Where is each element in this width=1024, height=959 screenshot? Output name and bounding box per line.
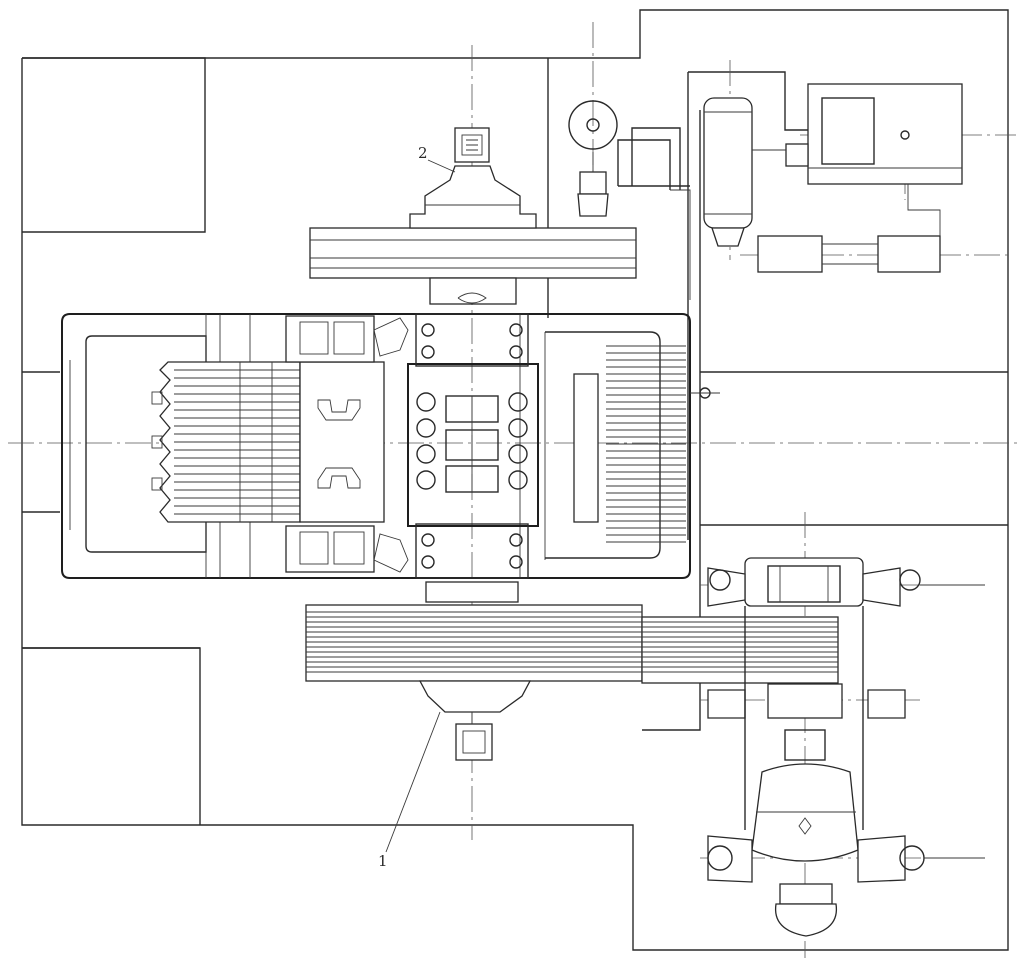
room-outline bbox=[21, 9, 1009, 951]
bolt bbox=[508, 470, 528, 490]
bolt bbox=[416, 444, 436, 464]
belt-lines bbox=[306, 611, 838, 673]
callout-1: 1 bbox=[378, 852, 388, 870]
bearing-blocks-left bbox=[285, 315, 409, 573]
bolt bbox=[416, 392, 436, 412]
bolt bbox=[416, 470, 436, 490]
upper-flywheel bbox=[309, 127, 637, 305]
crankcase bbox=[407, 313, 539, 603]
bolt bbox=[421, 323, 435, 337]
bolt bbox=[416, 418, 436, 438]
auxiliary-pit bbox=[642, 71, 1008, 731]
callouts: 1 2 bbox=[378, 144, 456, 870]
bolt bbox=[508, 418, 528, 438]
bolt bbox=[509, 533, 523, 547]
cylinder-fins bbox=[174, 369, 300, 515]
bolt bbox=[421, 533, 435, 547]
cylinder-block bbox=[151, 361, 385, 523]
bolt bbox=[421, 345, 435, 359]
bolt bbox=[508, 444, 528, 464]
crankcase-bolts bbox=[416, 323, 528, 569]
callout-2: 2 bbox=[418, 144, 428, 162]
gear-section bbox=[573, 345, 720, 543]
bolt bbox=[508, 392, 528, 412]
gear-lines bbox=[606, 345, 686, 543]
pulley-assembly bbox=[568, 100, 691, 300]
bolt bbox=[509, 555, 523, 569]
bolt bbox=[509, 323, 523, 337]
lower-flywheel bbox=[305, 604, 839, 761]
auxiliary-machine bbox=[707, 557, 985, 937]
bolt bbox=[509, 345, 523, 359]
bolt bbox=[421, 555, 435, 569]
tank-and-cabinet bbox=[703, 83, 963, 273]
